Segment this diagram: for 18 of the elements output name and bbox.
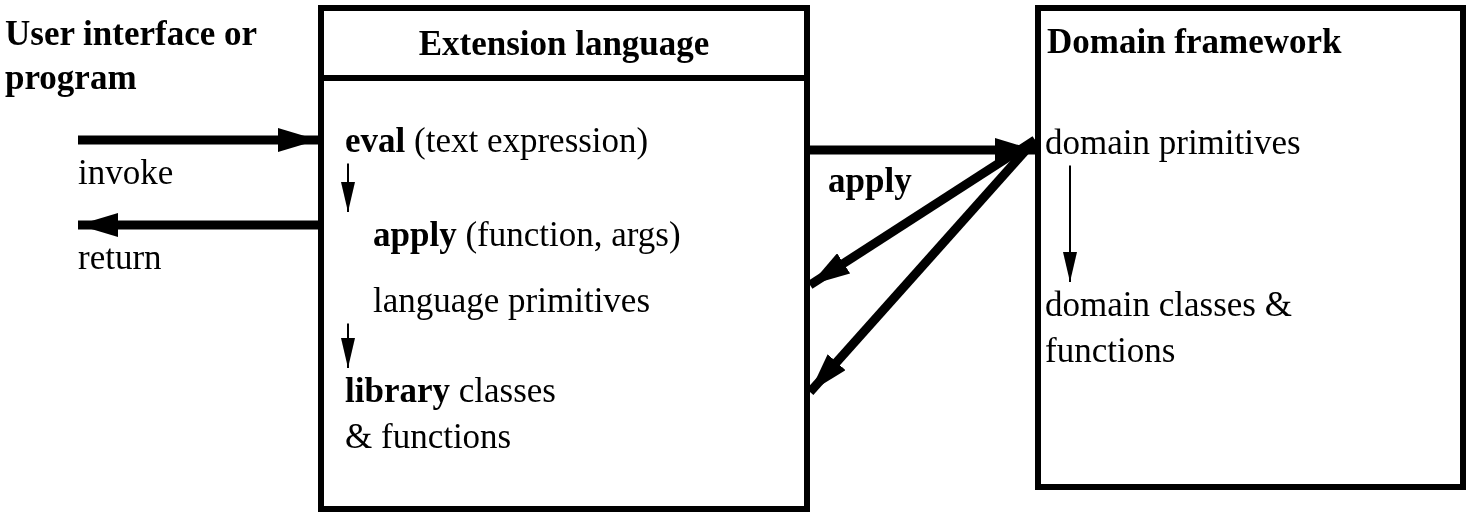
item-text: domain primitives — [1045, 122, 1302, 164]
box-heading: Extension language — [324, 11, 804, 81]
arrow — [78, 128, 318, 152]
item-text: library classes & functions — [345, 370, 557, 458]
arrow — [341, 322, 355, 369]
item-text: language primitives — [373, 280, 651, 322]
arrow — [807, 136, 1038, 289]
caller-label: User interface or program — [5, 13, 258, 99]
arrow — [78, 213, 318, 237]
item-text: eval (text expression) — [345, 120, 650, 162]
item-text: domain classes & functions — [1045, 284, 1293, 372]
framework-box — [318, 5, 810, 512]
arrow — [810, 138, 1035, 162]
item-text: apply (function, args) — [373, 214, 682, 256]
arrow — [341, 162, 355, 213]
box-heading: Domain framework — [1046, 21, 1343, 63]
framework-box — [1035, 5, 1466, 490]
arrow — [1063, 164, 1077, 283]
